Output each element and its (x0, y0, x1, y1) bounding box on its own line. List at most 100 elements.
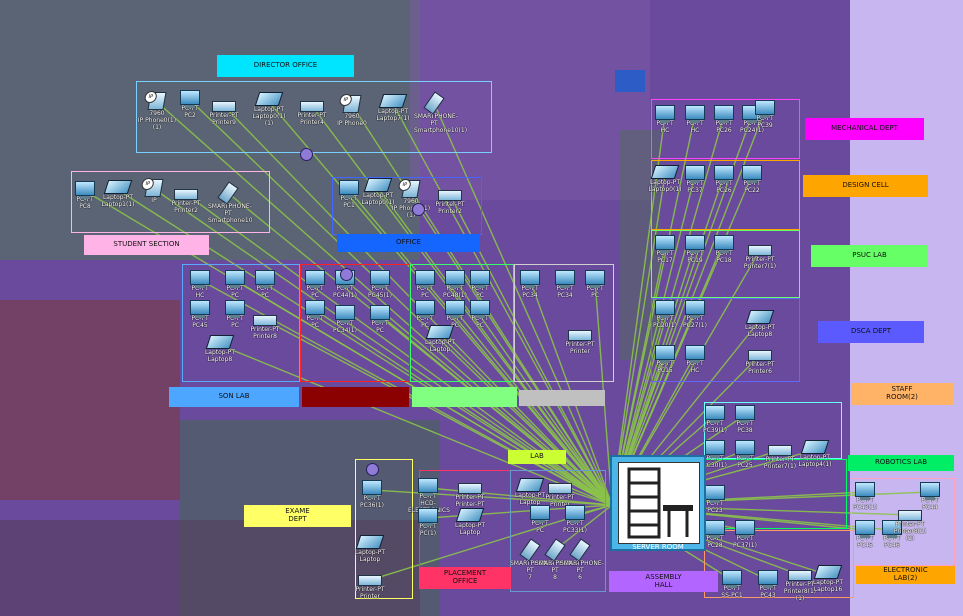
label-student[interactable]: STUDENT SECTION (84, 235, 209, 255)
device-pc[interactable]: PC-PT PC38 (725, 405, 765, 434)
label-psuc[interactable]: PSUC LAB (811, 245, 928, 267)
label-robotics[interactable]: ROBOTICS LAB (848, 455, 954, 471)
label-lab-small[interactable]: LAB (508, 450, 566, 464)
device-smartphone[interactable]: SMARTPHONE-PT Smartphone10(1) (414, 93, 454, 134)
device-printer[interactable]: Printer-PT Printer9 (204, 96, 244, 126)
device-printer[interactable]: Printer-PT Printer7(1) (760, 440, 800, 470)
device-laptop[interactable]: Laptop-PT Laptop (420, 325, 460, 353)
device-label: Laptop-PT Laptop7(1) (373, 108, 413, 122)
server-room-cluster[interactable]: SERVER ROOM (610, 455, 706, 551)
pc-icon (722, 570, 742, 585)
device-printer[interactable]: Printer-PT Printer (560, 325, 600, 355)
device-label: Printer-PT Printer-PT (450, 494, 490, 508)
pc-icon (418, 478, 438, 493)
device-pc[interactable]: PC-PT PC37(1) (725, 520, 765, 549)
label-lab-red[interactable] (302, 387, 409, 407)
device-pc[interactable]: PC-PT PC36(1) (352, 480, 392, 509)
device-printer[interactable]: Printer-PT Printer7(1) (740, 240, 780, 270)
laptop-icon (356, 535, 385, 549)
device-pc[interactable]: PC-PT PC (575, 270, 615, 299)
pc-icon (742, 165, 762, 180)
label-lab-green[interactable] (412, 387, 517, 407)
device-pc[interactable]: PC-PT PC (460, 270, 500, 299)
device-label: Laptop-PT Laptop (420, 339, 460, 353)
label-son[interactable]: SON LAB (169, 387, 299, 407)
device-pc[interactable]: PC-PT PC39 (745, 100, 785, 129)
laptop-icon (456, 508, 485, 522)
device-pc[interactable]: PC-PT PC(1) (408, 508, 448, 537)
printer-icon (438, 190, 462, 201)
device-pc[interactable]: PC-PT PC18 (704, 235, 744, 264)
device-pc[interactable]: PC-PT PC (460, 300, 500, 329)
device-pc[interactable]: PC-PT PC43(1) (845, 482, 885, 511)
device-pc[interactable]: PC-PT PC22 (732, 165, 772, 194)
label-dsca[interactable]: DSCA DEPT (818, 321, 924, 343)
device-label: Printer-PT Printer6 (740, 361, 780, 375)
device-pc[interactable]: PC-PT PC34 (510, 270, 550, 299)
device-pc[interactable]: PC-PT PC (520, 505, 560, 534)
device-printer[interactable]: Printer-PT Printer (540, 478, 580, 508)
label-staff[interactable]: STAFF ROOM(2) (851, 383, 953, 405)
device-laptop[interactable]: Laptop-PT Laptop4(1) (795, 440, 835, 468)
label-director[interactable]: DIRECTOR OFFICE (217, 55, 354, 77)
device-laptop[interactable]: Laptop-PT Laptop16 (808, 565, 848, 593)
device-ip-phone[interactable]: IP7960 IP Phone0(1)(1) (391, 180, 431, 219)
access-point-icon[interactable] (366, 463, 379, 476)
device-pc[interactable]: PC-PT HC (180, 270, 220, 299)
access-point-icon[interactable] (412, 203, 425, 216)
device-pc[interactable]: PC-PT PC25 (725, 440, 765, 469)
device-printer[interactable]: Printer-PT Printer8 (245, 310, 285, 340)
label-lab-grey[interactable] (519, 390, 605, 406)
device-printer[interactable]: Printer-PT Printer6 (740, 345, 780, 375)
smartphone-icon (423, 91, 444, 114)
device-printer[interactable]: Printer-PT Printer8(1)(2) (890, 505, 930, 542)
smartphone-icon (569, 538, 590, 561)
label-design[interactable]: DESIGN CELL (803, 175, 928, 197)
printer-icon (768, 445, 792, 456)
device-pc[interactable]: PC-PT PC33(1) (555, 505, 595, 534)
pc-icon (415, 300, 435, 315)
device-smartphone[interactable]: SMARTPHONE-PT Smartphone10 (208, 183, 248, 224)
device-laptop[interactable]: Laptop-PT Laptop8 (200, 335, 240, 363)
pc-icon (180, 90, 200, 105)
pc-icon (418, 508, 438, 523)
device-pc[interactable]: PC-PT PC (360, 305, 400, 334)
device-pc[interactable]: PC-PT SS-PC1 (712, 570, 752, 599)
pc-icon (470, 300, 490, 315)
label-placement[interactable]: PLACEMENT OFFICE (419, 567, 511, 589)
device-printer[interactable]: Printer-PT Printer-PT (450, 478, 490, 508)
device-laptop[interactable]: Laptop-PT Laptop8 (740, 310, 780, 338)
device-printer[interactable]: Printer-PT Printer2 (430, 185, 470, 215)
device-laptop[interactable]: Laptop-PT Laptop0(1)(1) (249, 92, 289, 127)
device-printer[interactable]: Printer-PT Printer4 (292, 96, 332, 126)
device-laptop[interactable]: Laptop-PT Laptop7(1) (373, 94, 413, 122)
label-office[interactable]: OFFICE (337, 234, 480, 252)
device-pc[interactable]: PC-PT PC27(1) (675, 300, 715, 329)
device-pc[interactable]: PC-PT PC45 (180, 300, 220, 329)
device-laptop[interactable]: Laptop-PT Laptop1(1) (98, 180, 138, 208)
access-point-icon[interactable] (300, 148, 313, 161)
device-printer[interactable]: Printer-PT Printer2 (166, 184, 206, 214)
device-laptop[interactable]: Laptop-PT Laptop (350, 535, 390, 563)
label-mechanical[interactable]: MECHANICAL DEPT (805, 118, 924, 140)
label-exam[interactable]: EXAME DEPT (244, 505, 351, 527)
device-printer[interactable]: Printer-PT Printer (350, 570, 390, 600)
ip-badge-icon: IP (144, 91, 158, 103)
ip-badge-icon: IP (339, 94, 353, 106)
label-assembly[interactable]: ASSEMBLY HALL (609, 571, 718, 592)
device-pc[interactable]: PC-PT PC45(1) (360, 270, 400, 299)
printer-icon (568, 330, 592, 341)
device-pc[interactable]: PC-PT HC (675, 345, 715, 374)
pc-icon (685, 235, 705, 250)
device-pc[interactable]: PC-PT PC (245, 270, 285, 299)
label-electronic[interactable]: ELECTRONIC LAB(2) (856, 566, 955, 584)
printer-icon (898, 510, 922, 521)
printer-icon (253, 315, 277, 326)
access-point-icon[interactable] (340, 268, 353, 281)
device-smartphone[interactable]: SMARTPHONE-PT 6 (560, 540, 600, 581)
ip-badge-icon: IP (141, 178, 155, 190)
device-pc[interactable]: PC-PT PC34(1) (325, 305, 365, 334)
device-laptop[interactable]: Laptop-PT Laptop (450, 508, 490, 536)
device-ip-phone[interactable]: IP7960 IP Phone0 (332, 95, 372, 127)
